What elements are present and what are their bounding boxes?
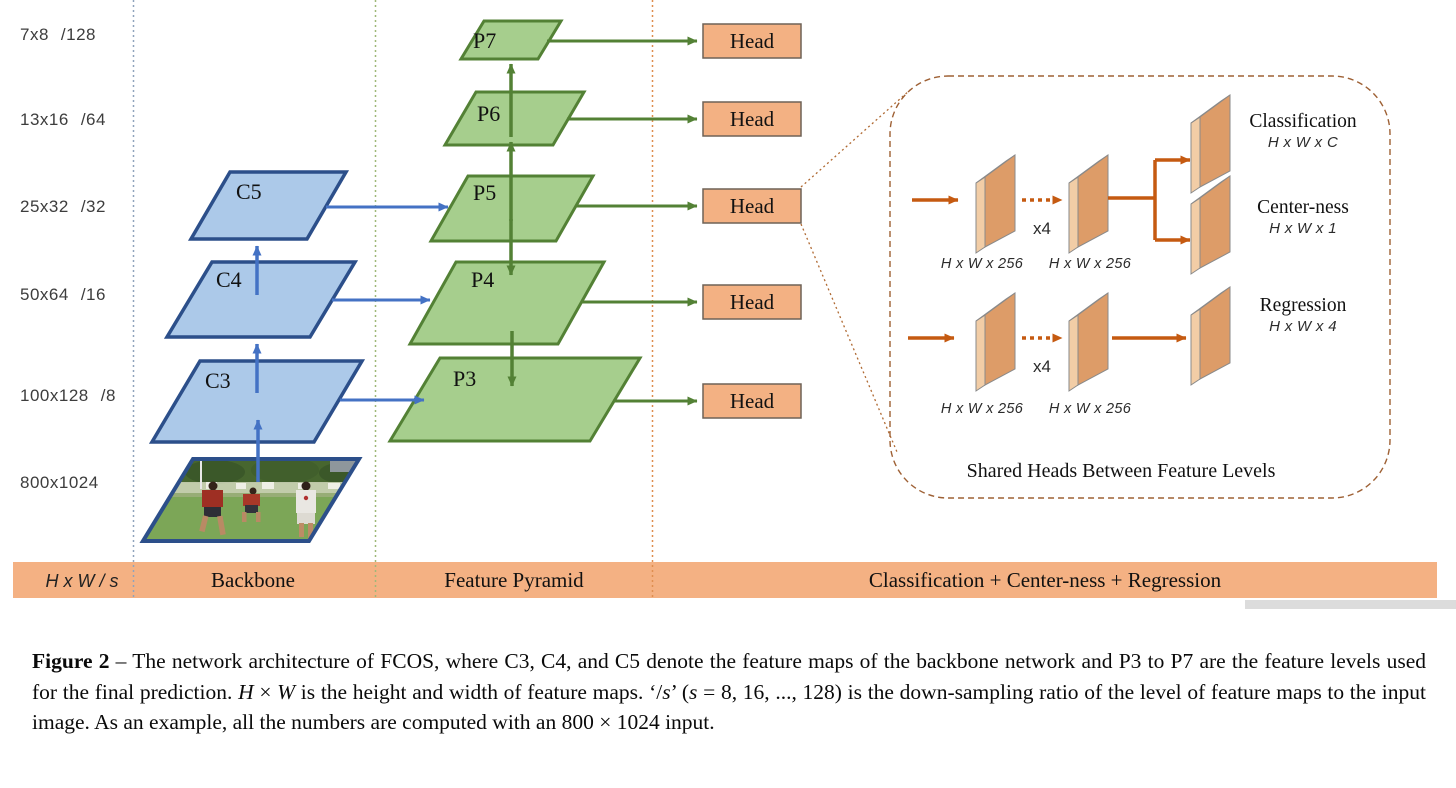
regression-dims: H x W x 4 <box>1269 318 1337 335</box>
caption-part: ’ ( <box>670 679 690 704</box>
label-c5: C5 <box>236 179 262 204</box>
branch-bracket <box>1108 160 1157 240</box>
block-c3 <box>148 359 366 444</box>
label-c3: C3 <box>205 368 231 393</box>
head-box-p5 <box>702 188 802 224</box>
label-c4: C4 <box>216 267 242 292</box>
row-label-p3: 100x128/8 <box>20 386 116 405</box>
label-p7: P7 <box>473 28 496 53</box>
bar-shadow <box>1245 600 1456 609</box>
bar-backbone-label: Backbone <box>211 568 295 592</box>
conv-dims-2: H x W x 256 <box>1049 256 1132 272</box>
block-c4 <box>163 260 359 339</box>
block-p7 <box>458 19 564 61</box>
head-box-p3 <box>702 383 802 419</box>
row-label-p7: 7x8/128 <box>20 25 96 44</box>
fcos-architecture-diagram: H x W / s Backbone Feature Pyramid Class… <box>13 0 1456 609</box>
shared-heads-footer: Shared Heads Between Feature Levels <box>967 460 1276 482</box>
row-label-input: 800x1024 <box>20 473 99 492</box>
label-p6: P6 <box>477 101 500 126</box>
figure-caption: Figure 2 – The network architecture of F… <box>32 646 1426 738</box>
conv-slab-4 <box>1068 292 1109 392</box>
caption-part: s <box>662 679 671 704</box>
head-label-p5: Head <box>730 194 775 218</box>
head-label-p4: Head <box>730 290 775 314</box>
caption-figure-number: Figure 2 <box>32 649 110 673</box>
bar-feature-pyramid-label: Feature Pyramid <box>444 568 584 592</box>
classification-slab <box>1190 94 1231 194</box>
block-p3 <box>387 356 643 443</box>
bar-dims-label: H x W / s <box>46 571 119 591</box>
head-box-p6 <box>702 101 802 137</box>
block-c5 <box>187 170 350 241</box>
conv-slab-2 <box>1068 154 1109 254</box>
caption-part: is the height and width of feature maps.… <box>295 679 663 704</box>
input-image-border <box>139 457 363 543</box>
centerness-dims: H x W x 1 <box>1269 220 1337 237</box>
head-label-p3: Head <box>730 389 775 413</box>
bar-heads-label: Classification + Center-ness + Regressio… <box>869 568 1222 592</box>
caption-part: × <box>253 679 278 704</box>
conv-dims-3: H x W x 256 <box>941 401 1024 417</box>
block-p6 <box>442 90 587 147</box>
conv-slab-3 <box>975 292 1016 392</box>
head-label-p6: Head <box>730 107 775 131</box>
label-p4: P4 <box>471 267 494 292</box>
conv-dims-4: H x W x 256 <box>1049 401 1132 417</box>
input-image <box>139 457 363 543</box>
caption-part: = 8, 16, ..., 128) is the down-sampling … <box>32 679 1426 735</box>
row-label-p6: 13x16/64 <box>20 110 106 129</box>
head-box-p7 <box>702 23 802 59</box>
multiplier-top: x4 <box>1033 219 1051 238</box>
zoom-connector-bottom <box>800 223 898 453</box>
classification-dims: H x W x C <box>1268 134 1338 151</box>
caption-part: H <box>238 679 254 704</box>
block-p4 <box>407 260 607 346</box>
caption-part: W <box>277 679 296 704</box>
centerness-slab <box>1190 175 1231 275</box>
zoom-connector-top <box>800 89 911 188</box>
legend-bar <box>13 562 1437 598</box>
multiplier-bottom: x4 <box>1033 357 1051 376</box>
regression-slab <box>1190 286 1231 386</box>
label-p5: P5 <box>473 180 496 205</box>
conv-slab-1 <box>975 154 1016 254</box>
shared-head-panel <box>889 75 1391 499</box>
label-p3: P3 <box>453 366 476 391</box>
head-box-p4 <box>702 284 802 320</box>
classification-label: Classification <box>1249 111 1356 132</box>
regression-label: Regression <box>1260 295 1347 316</box>
head-label-p7: Head <box>730 29 775 53</box>
centerness-label: Center-ness <box>1257 197 1349 218</box>
caption-part: s <box>689 679 698 704</box>
row-label-p5: 25x32/32 <box>20 197 106 216</box>
caption-part: – The network architecture of FCOS, wher… <box>32 649 1426 704</box>
row-label-p4: 50x64/16 <box>20 285 106 304</box>
conv-dims-1: H x W x 256 <box>941 256 1024 272</box>
